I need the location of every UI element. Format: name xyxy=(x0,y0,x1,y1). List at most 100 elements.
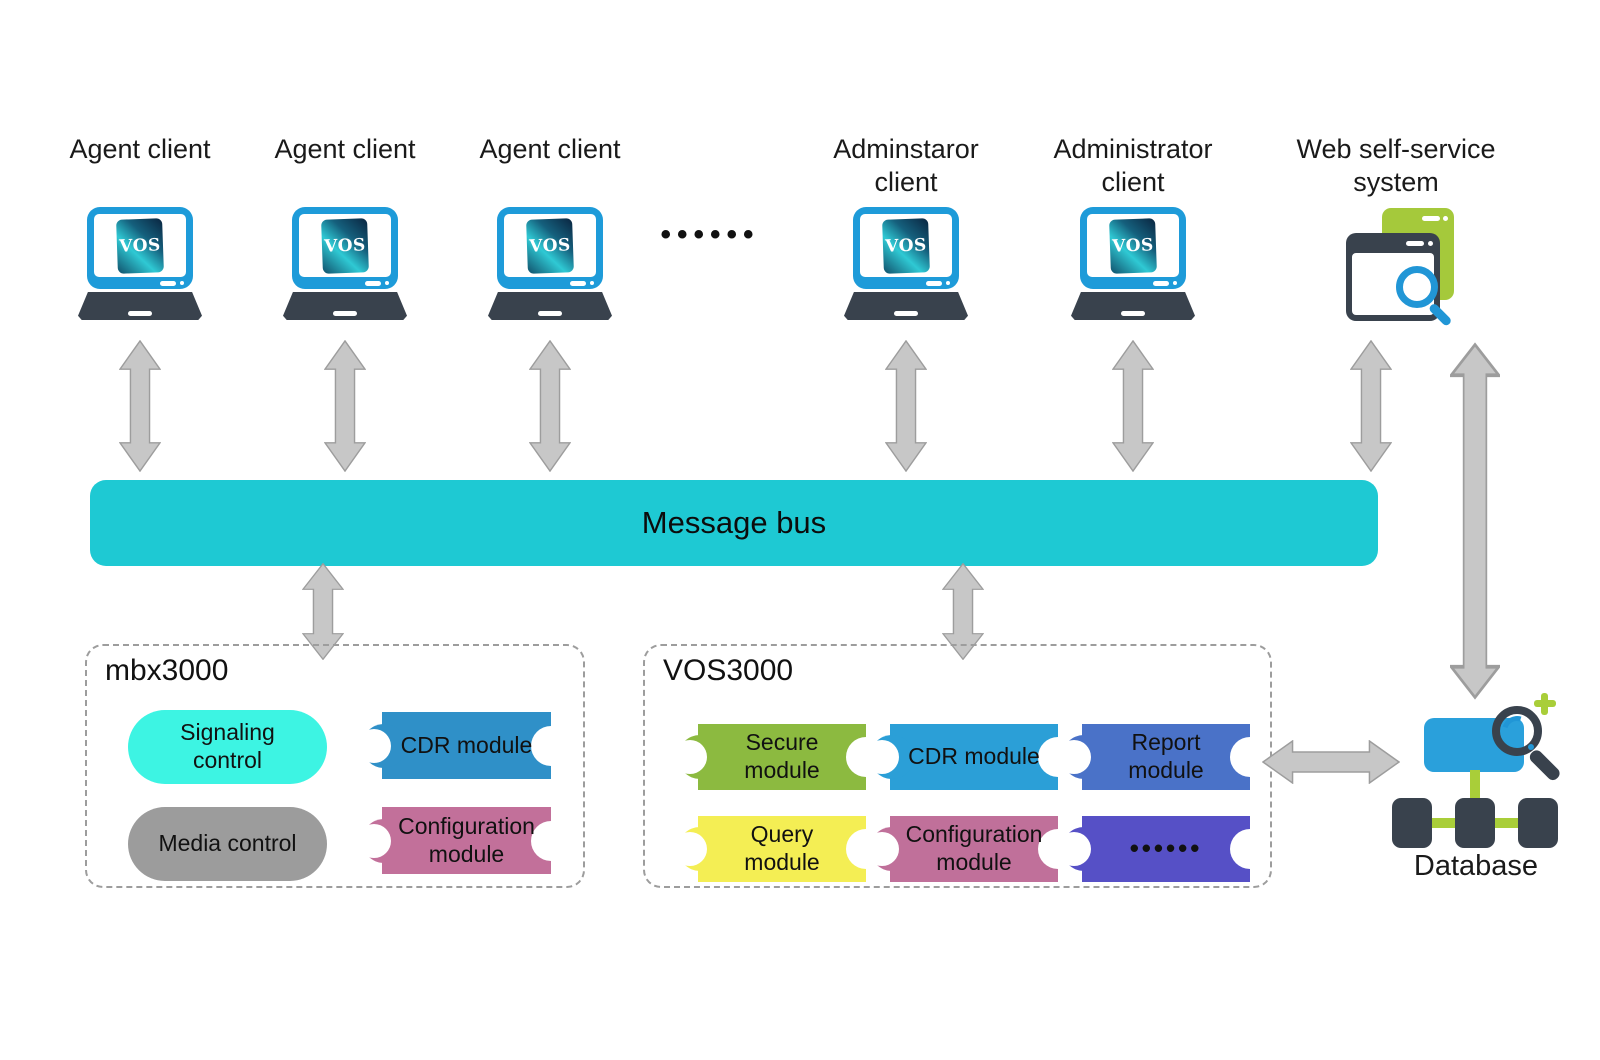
module-label: Query module xyxy=(744,821,820,875)
laptop-screen: VOS xyxy=(504,214,596,277)
bezel-pill xyxy=(365,281,381,286)
laptop-keyboard xyxy=(488,292,612,320)
puzzle-bite xyxy=(865,832,899,866)
vos-logo: VOS xyxy=(116,217,164,274)
module-configuration-vos: Configuration module xyxy=(865,816,1078,882)
magnifier-handle xyxy=(1527,747,1563,783)
pill-label: Signaling control xyxy=(180,719,275,773)
window-pill xyxy=(1406,241,1424,246)
laptop-screen-bezel: VOS xyxy=(292,207,398,289)
database-connector-horizontal xyxy=(1495,818,1519,828)
laptop-screen-bezel: VOS xyxy=(1080,207,1186,289)
module-label: •••••• xyxy=(1129,833,1203,864)
puzzle-notch xyxy=(1230,737,1270,777)
pill-media-control: Media control xyxy=(128,807,327,881)
keyboard-pill xyxy=(128,311,152,316)
laptop-keyboard xyxy=(283,292,407,320)
module-ellipsis: •••••• xyxy=(1057,816,1270,882)
label-line: Agent client xyxy=(274,134,416,164)
puzzle-bite xyxy=(1057,740,1091,774)
arrow-bus-mbx3000 xyxy=(302,563,344,660)
database-connector-horizontal xyxy=(1432,818,1456,828)
label-line: Administrator xyxy=(1053,134,1213,164)
laptop-screen: VOS xyxy=(94,214,186,277)
message-bus: Message bus xyxy=(90,480,1378,566)
label-line: system xyxy=(1353,167,1439,197)
message-bus-label: Message bus xyxy=(641,505,827,540)
label-line: Agent client xyxy=(69,134,211,164)
keyboard-pill xyxy=(894,311,918,316)
arrow-agent3-bus xyxy=(529,340,571,472)
database-shard xyxy=(1392,798,1432,848)
clients-ellipsis: •••••• xyxy=(660,218,760,251)
arrow-admin1-bus xyxy=(885,340,927,472)
pill-signaling-control: Signaling control xyxy=(128,710,327,784)
laptop-icon: VOS xyxy=(76,207,204,320)
database-label: Database xyxy=(1413,850,1539,882)
arrow-vos3000-database xyxy=(1262,740,1400,784)
bezel-dot xyxy=(590,281,594,285)
keyboard-pill xyxy=(538,311,562,316)
laptop-keyboard xyxy=(78,292,202,320)
keyboard-pill xyxy=(333,311,357,316)
window-dot xyxy=(1428,241,1433,246)
module-label: Secure module xyxy=(744,729,820,783)
puzzle-notch xyxy=(531,820,571,861)
bezel-pill xyxy=(926,281,942,286)
puzzle-notch xyxy=(1230,829,1270,869)
database-shard xyxy=(1455,798,1495,848)
bezel-dot xyxy=(946,281,950,285)
bezel-pill xyxy=(1153,281,1169,286)
plus-icon xyxy=(1541,693,1548,715)
mbx3000-title: mbx3000 xyxy=(105,654,229,687)
magnifier-icon xyxy=(1396,266,1438,308)
web-self-service-icon xyxy=(1340,208,1466,328)
laptop-screen-bezel: VOS xyxy=(87,207,193,289)
arrow-agent2-bus xyxy=(324,340,366,472)
bezel-pill xyxy=(570,281,586,286)
laptop-screen-bezel: VOS xyxy=(853,207,959,289)
bezel-dot xyxy=(385,281,389,285)
window-dot xyxy=(1443,216,1448,221)
bezel-dot xyxy=(180,281,184,285)
vos-logo: VOS xyxy=(1109,217,1157,274)
module-cdr-mbx: CDR module xyxy=(357,712,571,779)
laptop-screen: VOS xyxy=(299,214,391,277)
pill-label: Media control xyxy=(158,830,297,857)
label-agent-client-3: Agent client xyxy=(420,133,680,166)
arrow-bus-vos3000 xyxy=(942,563,984,660)
puzzle-notch xyxy=(531,725,571,766)
vos-logo: VOS xyxy=(321,217,369,274)
module-configuration-mbx: Configuration module xyxy=(357,807,571,874)
vos-logo: VOS xyxy=(882,217,930,274)
puzzle-bite xyxy=(865,740,899,774)
mbx3000-box: mbx3000 Signaling control Media control … xyxy=(85,644,585,888)
module-secure: Secure module xyxy=(673,724,886,790)
label-line: client xyxy=(874,167,938,197)
bezel-dot xyxy=(1173,281,1177,285)
module-label: CDR module xyxy=(400,731,533,758)
laptop-screen: VOS xyxy=(860,214,952,277)
keyboard-pill xyxy=(1121,311,1145,316)
label-line: Adminstaror xyxy=(833,134,979,164)
puzzle-bite xyxy=(673,832,707,866)
laptop-icon: VOS xyxy=(486,207,614,320)
puzzle-bite xyxy=(357,728,391,763)
database-connector-vertical xyxy=(1470,770,1480,798)
laptop-icon: VOS xyxy=(281,207,409,320)
bezel-pill xyxy=(160,281,176,286)
database-icon: Database xyxy=(1380,690,1572,902)
label-line: Web self-service xyxy=(1296,134,1496,164)
module-report: Report module xyxy=(1057,724,1270,790)
laptop-icon: VOS xyxy=(1069,207,1197,320)
label-line: Agent client xyxy=(479,134,621,164)
label-agent-client-1: Agent client xyxy=(10,133,270,166)
puzzle-bite xyxy=(673,740,707,774)
arrow-agent1-bus xyxy=(119,340,161,472)
arrow-web-database xyxy=(1450,342,1500,700)
laptop-icon: VOS xyxy=(842,207,970,320)
magnifier-dot xyxy=(1528,744,1534,750)
window-pill xyxy=(1422,216,1440,221)
